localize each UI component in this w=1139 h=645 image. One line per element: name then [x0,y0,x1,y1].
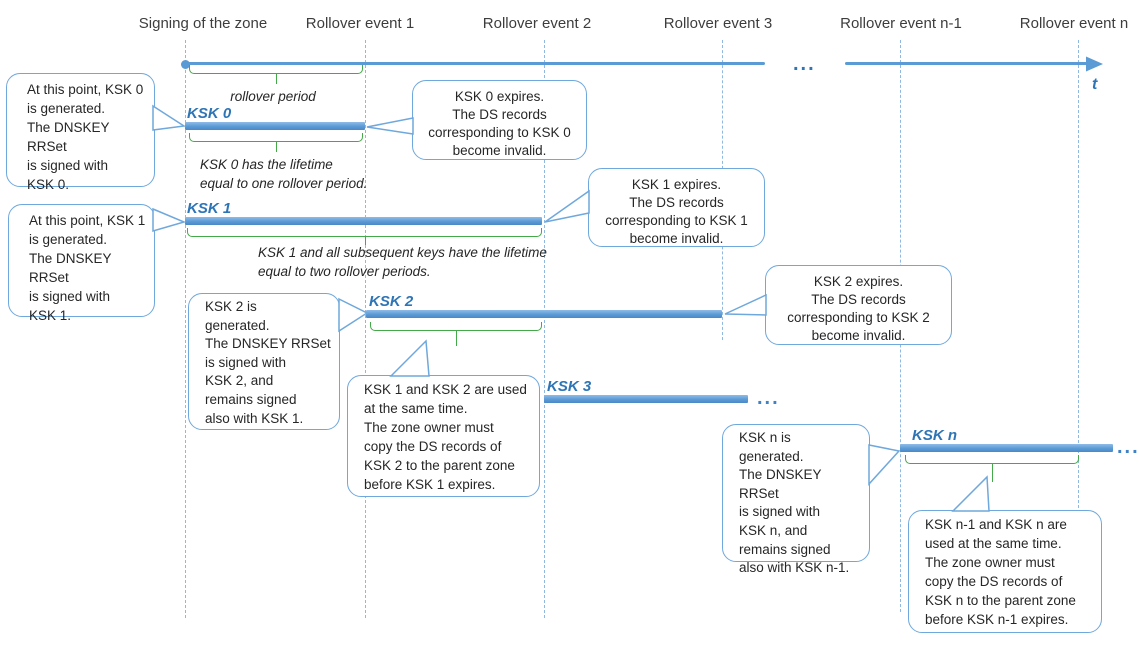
ksk3-bar-label: KSK 3 [547,378,592,395]
kskn-trailing-ellipsis: ... [1117,436,1139,458]
timeline-gap-ellipsis: ... [793,53,816,75]
ksk1-lifetime-note: KSK 1 and all subsequent keys have the l… [258,245,547,279]
header-rollover-event-n-1: Rollover event n-1 [840,15,962,32]
tail-ksk0-expires [366,117,414,135]
time-axis-label: t [1092,76,1098,93]
ksk0-lifetime-note: KSK 0 has the lifetime equal to one roll… [200,157,368,191]
timeline-segment-right [845,62,1088,65]
callout-ksk1-expires: KSK 1 expires. The DS records correspond… [588,168,765,247]
timeline-segment-left [185,62,765,65]
tail-ksk1-generated [152,207,187,232]
header-signing-of-the-zone: Signing of the zone [138,15,268,32]
header-rollover-event-3: Rollover event 3 [663,15,773,32]
ksk3-trailing-ellipsis: ... [757,387,780,409]
rollover-period-brace [189,65,363,84]
tail-kskn-generated [868,444,901,486]
ksk1-bar [185,217,542,225]
ksk2-bar [366,310,722,318]
tail-ksk2-generated [338,297,369,333]
ksk2-bar-label: KSK 2 [369,293,414,310]
callout-ksk2-generated: KSK 2 is generated. The DNSKEY RRSet is … [188,293,340,430]
ksk1-bar-label: KSK 1 [187,200,232,217]
tail-ksk0-generated [152,104,187,131]
callout-kskn-generated: KSK n is generated. The DNSKEY RRSet is … [722,424,870,575]
header-rollover-event-n: Rollover event n [1019,15,1129,32]
timeline-arrowhead [1086,56,1103,72]
ksk1-lifetime-brace [187,228,542,245]
tail-ksk1-expires [544,189,590,223]
ksk0-lifetime-brace [189,133,363,152]
kskn-overlap-brace [905,455,1079,482]
callout-ksk0-generated: At this point, KSK 0 is generated. The D… [6,73,155,192]
ksk2-overlap-brace [370,322,542,346]
callout-kskn1-kskn-overlap: KSK n-1 and KSK n are used at the same t… [908,510,1102,633]
event-line-signing [185,40,186,618]
callout-ksk0-expires: KSK 0 expires. The DS records correspond… [412,80,587,160]
ksk0-bar-label: KSK 0 [187,105,232,122]
event-line-1 [365,40,366,618]
kskn-bar [900,444,1113,452]
callout-ksk1-ksk2-overlap: KSK 1 and KSK 2 are used at the same tim… [347,375,540,497]
header-rollover-event-1: Rollover event 1 [305,15,415,32]
ksk0-bar [185,122,365,130]
ksk3-bar [544,395,748,403]
rollover-period-note: rollover period [230,89,316,104]
tail-ksk1-ksk2-overlap [389,339,430,377]
callout-ksk2-expires: KSK 2 expires. The DS records correspond… [765,265,952,345]
kskn-bar-label: KSK n [912,427,957,444]
tail-kskn1-kskn-overlap [951,475,990,512]
event-line-2 [544,40,545,618]
callout-ksk1-generated: At this point, KSK 1 is generated. The D… [8,204,155,323]
header-rollover-event-2: Rollover event 2 [482,15,592,32]
event-line-n [1078,40,1079,508]
tail-ksk2-expires [724,293,767,316]
